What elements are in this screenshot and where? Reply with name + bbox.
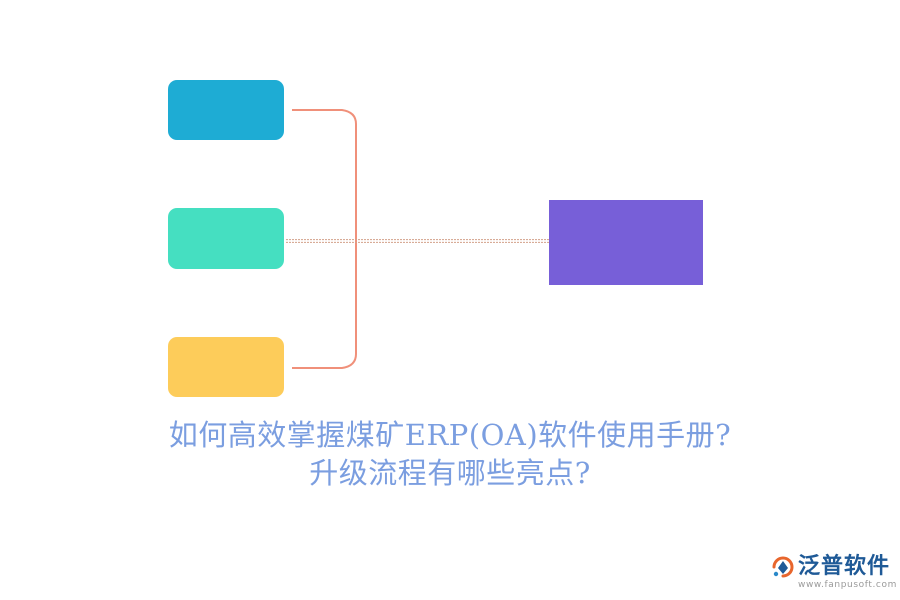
diagram-title-line-1: 如何高效掌握煤矿ERP(OA)软件使用手册? — [168, 418, 732, 452]
diagram-node-1 — [168, 80, 284, 140]
logo-brand-name: 泛普软件 — [798, 554, 891, 579]
fanpu-logo: 泛普软件 www.fanpusoft.com — [771, 553, 896, 593]
logo-url-text: www.fanpusoft.com — [798, 580, 897, 590]
fanpu-logo-icon — [772, 556, 794, 578]
diagram-node-3 — [168, 337, 284, 397]
bracket-connector — [292, 109, 357, 369]
diagram-title-line-2: 升级流程有哪些亮点? — [309, 456, 591, 490]
diagram-node-2 — [168, 208, 284, 269]
diagram-target-node — [549, 200, 703, 285]
